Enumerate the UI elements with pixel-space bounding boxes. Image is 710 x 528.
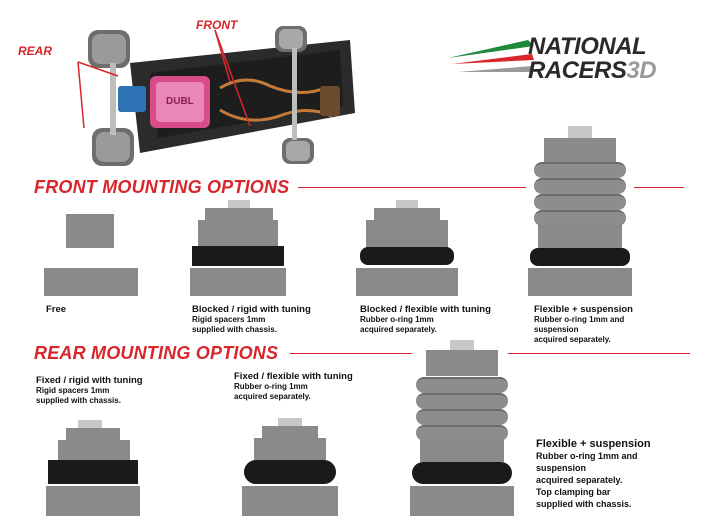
rear-rigid-body-block [58,440,130,460]
front-option-2-line-2: supplied with chassis. [192,325,277,334]
rear-flex-body-block [254,438,326,460]
front-option-1-title: Free [46,304,67,315]
motor-label: DUBL [166,96,194,107]
rear-option-1-line-2: supplied with chassis. [36,396,121,405]
front-susp-oring [530,248,630,266]
front-free-base-block [44,268,138,296]
rear-option-2-caption: Fixed / flexible with tuning Rubber o-ri… [234,372,353,402]
rear-option-3-caption: Flexible + suspension Rubber o-ring 1mm … [536,438,651,510]
rear-heading-rule-right [508,353,690,354]
rear-option-1-line-1: Rigid spacers 1mm [36,386,110,395]
front-free-top-block [66,214,114,248]
rear-flex-base-block [242,486,338,516]
rear-option-3-line-1: Rubber o-ring 1mm and [536,451,638,461]
front-option-3-line-1: Rubber o-ring 1mm [360,315,434,324]
front-option-4-title: Flexible + suspension [534,304,633,315]
rear-option-3-line-3: acquired separately. [536,475,623,485]
rear-susp-top-cap [450,340,474,350]
rear-susp-oring [412,462,512,484]
rear-option-1-caption: Fixed / rigid with tuning Rigid spacers … [36,376,143,406]
rear-heading-rule [290,353,412,354]
logo-swoosh-icon [448,40,534,72]
rear-susp-top-block [426,350,498,376]
front-option-3-title: Blocked / flexible with tuning [360,304,491,315]
rear-rigid-spacer [48,460,138,484]
rear-susp-spring-4 [416,425,508,441]
rear-option-2-line-1: Rubber o-ring 1mm [234,382,308,391]
logo-line1: NATIONAL [528,33,647,60]
logo-line3: 3D [626,57,657,84]
rear-susp-spring-2 [416,393,508,409]
rear-rigid-upper-block [66,428,120,440]
rear-option-3-line-2: suspension [536,463,587,473]
rear-option-3-title: Flexible + suspension [536,438,651,450]
rear-rigid-top-cap [78,420,102,428]
front-rigid-base-block [190,268,286,296]
front-susp-spring-1 [534,162,626,178]
front-heading-rule [298,187,526,188]
rear-susp-spring-3 [416,409,508,425]
rear-heading: REAR MOUNTING OPTIONS [34,343,279,363]
rear-option-2-line-2: acquired separately. [234,392,311,401]
front-flex-base-block [356,268,458,296]
front-rigid-body-block [198,220,278,246]
rear-option-3-line-5: supplied with chassis. [536,499,632,509]
rear-flex-top-cap [278,418,302,426]
callout-rear: REAR [18,44,53,58]
rear-option-1-title: Fixed / rigid with tuning [36,375,143,386]
front-option-2-caption: Blocked / rigid with tuning Rigid spacer… [192,305,311,335]
rear-option-2-title: Fixed / flexible with tuning [234,371,353,382]
front-option-3-caption: Blocked / flexible with tuning Rubber o-… [360,305,491,335]
front-susp-base-block [528,268,632,296]
front-option-3-line-2: acquired separately. [360,325,437,334]
front-option-4-line-2: suspension [534,325,579,334]
front-flex-body-block [366,220,448,248]
front-rigid-upper-block [205,208,273,220]
front-susp-top-block [544,138,616,162]
rear-susp-body-block [420,440,504,462]
rear-susp-spring-1 [416,377,508,393]
logo-line2: RACERS [528,57,627,84]
front-option-1-caption: Free [46,305,66,315]
front-option-4-caption: Flexible + suspension Rubber o-ring 1mm … [534,305,633,345]
front-flex-top-cap [396,200,418,208]
front-susp-spring-2 [534,178,626,194]
rear-rigid-base-block [46,486,140,516]
front-susp-top-cap [568,126,592,138]
front-flex-upper-block [374,208,440,220]
front-susp-spring-4 [534,210,626,226]
front-option-2-title: Blocked / rigid with tuning [192,304,311,315]
front-rigid-top-cap [228,200,250,208]
front-susp-spring-3 [534,194,626,210]
front-rigid-spacer [192,246,284,266]
front-option-4-line-1: Rubber o-ring 1mm and [534,315,625,324]
front-flex-oring [360,247,454,265]
front-heading-rule-right [634,187,684,188]
rear-option-3-line-4: Top clamping bar [536,487,611,497]
front-susp-body-block [538,225,622,249]
rear-flex-oring [244,460,336,484]
logo-line2-wrap: RACERS3D [528,57,657,84]
chassis-photo: DUBL [77,26,355,166]
front-heading: FRONT MOUNTING OPTIONS [34,177,290,197]
rear-susp-base-block [410,486,514,516]
front-option-2-line-1: Rigid spacers 1mm [192,315,266,324]
rear-flex-upper-block [262,426,318,438]
callout-front: FRONT [196,18,238,32]
front-option-4-line-3: acquired separately. [534,335,611,344]
